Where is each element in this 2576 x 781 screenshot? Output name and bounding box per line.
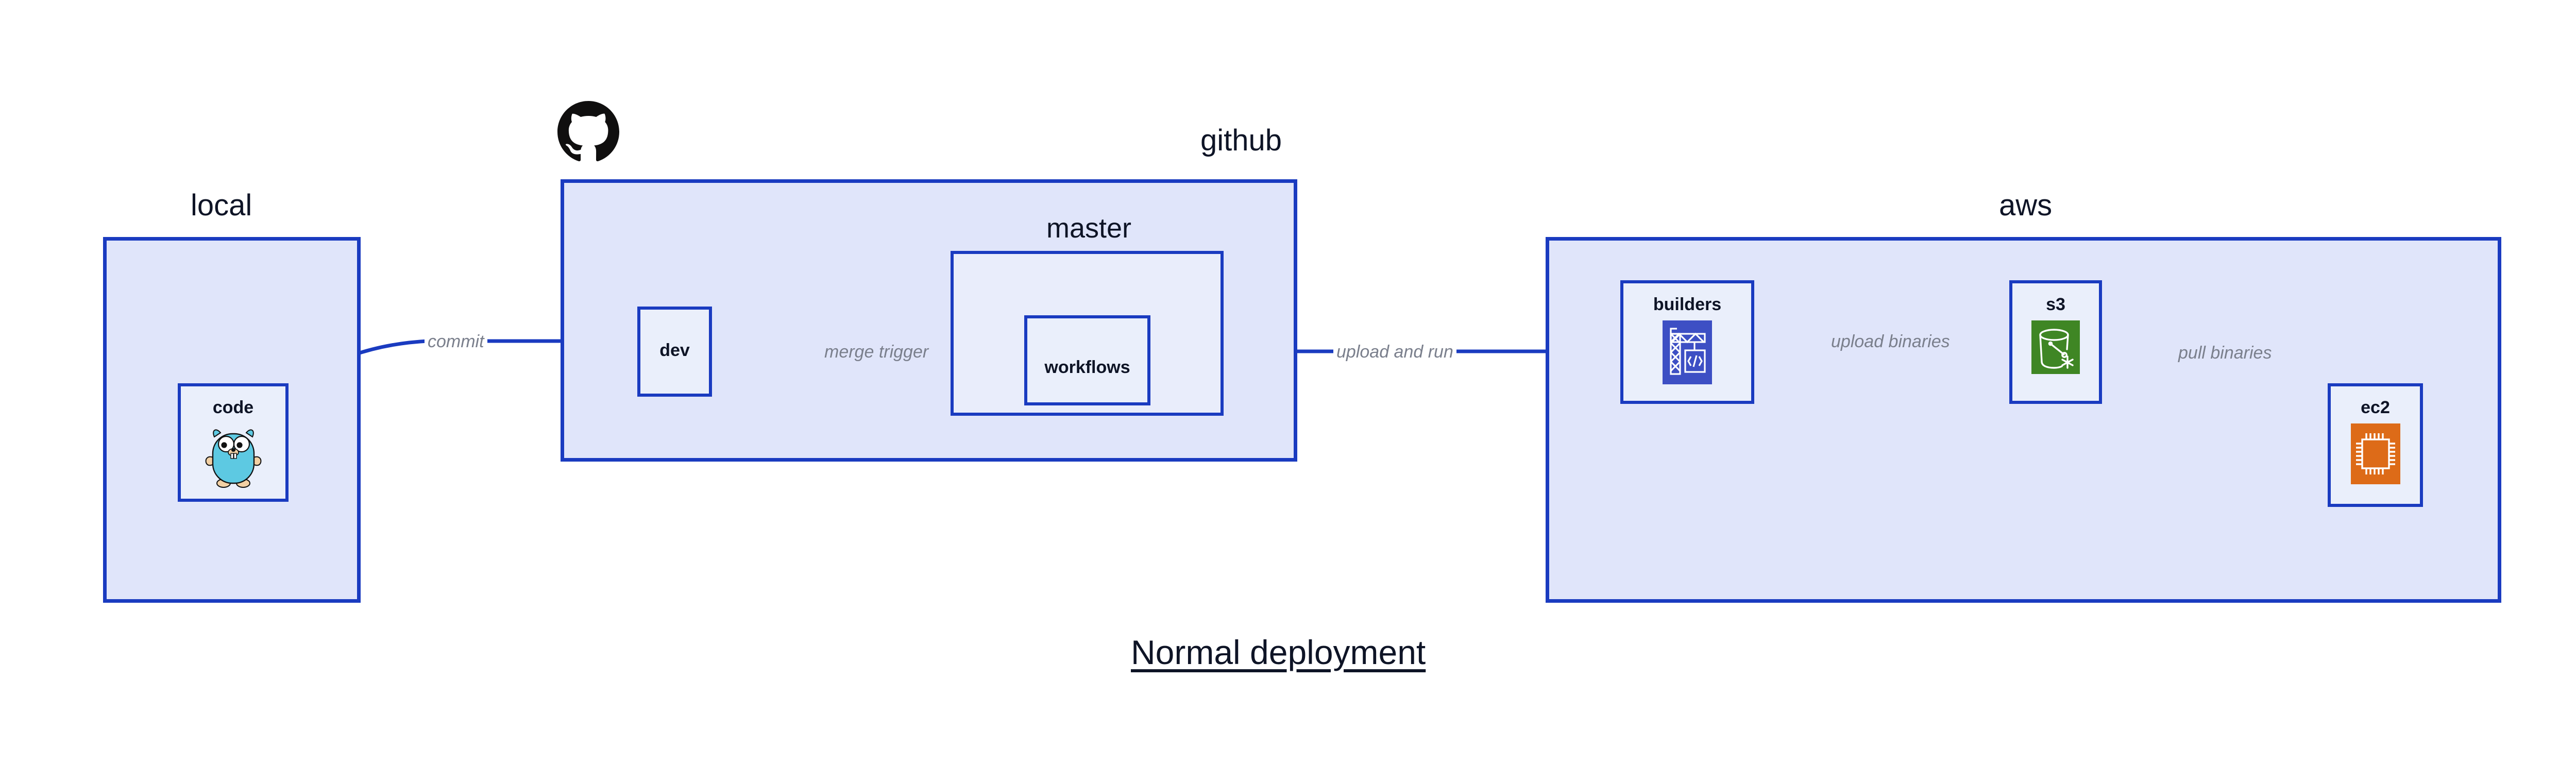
node-builders[interactable]: builders <box>1620 280 1754 404</box>
edge-label-upload-binaries: upload binaries <box>1828 333 1953 350</box>
github-octocat-logo <box>557 101 619 163</box>
edge-label-pull-binaries: pull binaries <box>2175 344 2275 362</box>
node-s3[interactable]: s3 <box>2009 280 2102 404</box>
go-gopher-icon <box>203 423 264 488</box>
node-label-ec2: ec2 <box>2361 398 2390 417</box>
group-label-aws: aws <box>1999 189 2053 222</box>
group-label-local: local <box>191 189 252 222</box>
node-label-workflows: workflows <box>1044 358 1130 377</box>
edge-label-upload-and-run: upload and run <box>1333 343 1456 361</box>
group-label-github: github <box>1200 124 1282 157</box>
node-label-code: code <box>212 398 254 417</box>
node-label-s3: s3 <box>2046 295 2065 314</box>
diagram-title: Normal deployment <box>1131 633 1426 671</box>
node-workflows[interactable]: workflows <box>1024 315 1150 405</box>
edge-label-commit: commit <box>425 333 487 350</box>
node-label-builders: builders <box>1653 295 1722 314</box>
node-ec2[interactable]: ec2 <box>2328 383 2423 507</box>
aws-s3-glacier-icon <box>2031 320 2080 374</box>
aws-codebuild-icon <box>1663 320 1712 384</box>
edge-label-merge-trigger: merge trigger <box>821 343 932 361</box>
node-code[interactable]: code <box>178 383 289 502</box>
aws-ec2-icon <box>2350 423 2400 484</box>
node-label-dev: dev <box>659 341 690 360</box>
node-dev[interactable]: dev <box>637 307 712 397</box>
group-label-master: master <box>1046 213 1132 244</box>
